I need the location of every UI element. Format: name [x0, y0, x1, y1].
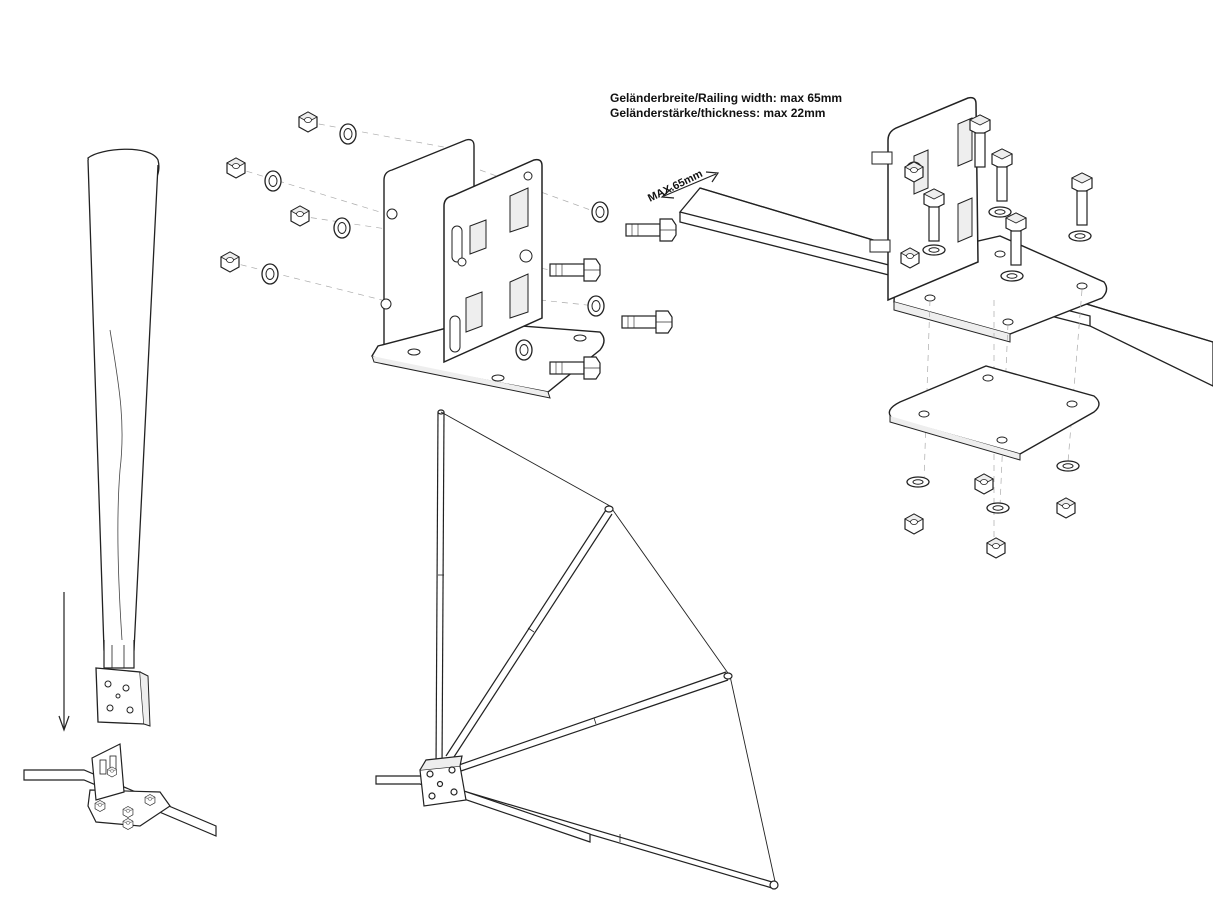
umbrella-assembly-left: [87, 148, 160, 727]
spec-railing-thickness: Geländerstärke/thickness: max 22mm: [610, 106, 826, 120]
railing-mount-right: MAX.65mm: [625, 96, 1213, 559]
shade-frame-center: [375, 409, 779, 890]
exploded-bracket-center: [220, 111, 673, 399]
railing-mount-left: [23, 743, 217, 837]
spec-railing-width: Geländerbreite/Railing width: max 65mm: [610, 91, 843, 105]
down-arrow: [58, 592, 70, 732]
